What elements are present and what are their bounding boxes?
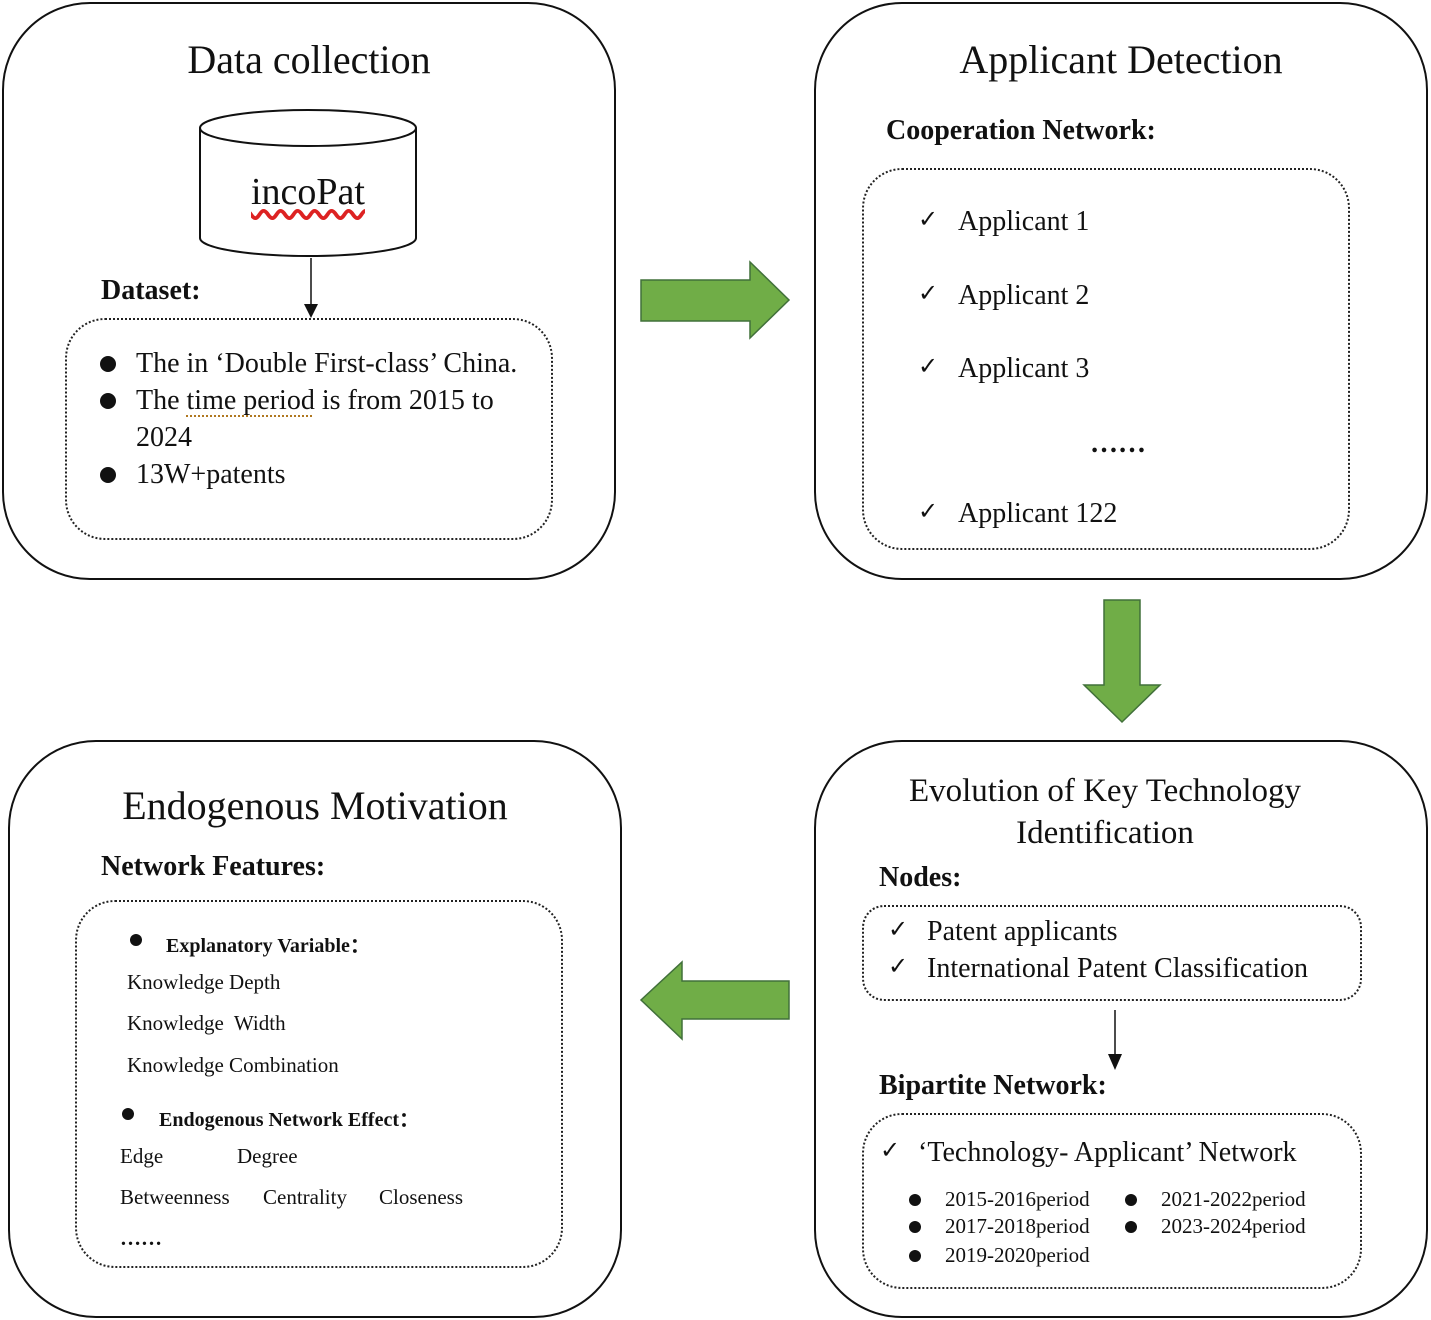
dataset-item-3: 13W+patents [136,459,286,490]
bullet-icon [1125,1194,1137,1206]
explanatory-item: Knowledge Width [127,1011,286,1035]
cooperation-network-heading: Cooperation Network: [886,115,1156,146]
bullet-icon [909,1194,921,1206]
dataset-item-2-cont: 2024 [136,422,192,453]
right-arrow-icon [640,260,791,340]
evolution-title: Evolution of Key Technology Identificati… [908,773,1302,851]
applicant-item: Applicant 122 [958,498,1118,529]
period-item: 2015-2016period [945,1187,1090,1211]
check-icon: ✓ [918,497,939,525]
database-label: incoPat [251,171,365,213]
period-item: 2023-2024period [1161,1214,1306,1238]
period-item: 2021-2022period [1161,1187,1306,1211]
endogenous-panel [8,740,622,1318]
check-icon: ✓ [918,352,939,380]
network-effect-item: Centrality [263,1185,347,1209]
endogenous-title: Endogenous Motivation [122,783,508,828]
check-icon: ✓ [888,952,909,980]
network-effect-item: Degree [237,1144,298,1168]
applicant-detection-title: Applicant Detection [959,37,1283,82]
data-collection-title: Data collection [187,37,431,82]
bipartite-heading: Bipartite Network: [879,1070,1107,1101]
node-item: Patent applicants [927,916,1118,947]
network-features-box [75,900,563,1268]
bullet-icon [100,356,116,372]
nodes-heading: Nodes: [879,862,962,893]
dataset-item-2: The time period is from 2015 to [136,385,494,416]
explanatory-heading: Explanatory Variable： [166,935,370,957]
bipartite-box [862,1113,1362,1289]
bullet-icon [130,934,142,946]
bullet-icon [909,1250,921,1262]
left-arrow-icon [639,960,790,1041]
check-icon: ✓ [888,915,909,943]
check-icon: ✓ [918,279,939,307]
bullet-icon [122,1108,134,1120]
applicant-detection-panel [814,2,1428,580]
applicant-item: Applicant 1 [958,206,1090,237]
bullet-icon [1125,1221,1137,1233]
dataset-item-1: The in ‘Double First-class’ China. [136,348,518,379]
applicant-item: Applicant 2 [958,280,1090,311]
explanatory-item: Knowledge Combination [127,1053,339,1077]
node-item: International Patent Classification [927,953,1309,984]
bipartite-item: ‘Technology- Applicant’ Network [918,1137,1297,1168]
network-features-heading: Network Features: [101,851,326,882]
nodes-box [862,905,1362,1001]
network-effect-heading: Endogenous Network Effect： [159,1109,419,1131]
network-effect-item: Closeness [379,1185,463,1209]
bullet-icon [100,393,116,409]
network-effect-item: Betweenness [120,1185,230,1209]
period-item: 2017-2018period [945,1214,1090,1238]
period-item: 2019-2020period [945,1243,1090,1267]
check-icon: ✓ [918,205,939,233]
dataset-heading: Dataset: [101,275,201,306]
explanatory-item: Knowledge Depth [127,970,281,994]
network-effect-item: Edge [120,1144,164,1168]
applicant-ellipsis: …… [1090,428,1146,459]
dataset-box [65,318,553,540]
check-icon: ✓ [880,1136,901,1164]
down-arrow-icon [1082,599,1162,724]
bullet-icon [909,1221,921,1233]
cooperation-network-box [862,168,1350,550]
applicant-item: Applicant 3 [958,353,1090,384]
bullet-icon [100,467,116,483]
network-effect-ellipsis: …… [120,1226,162,1250]
data-collection-panel [2,2,616,580]
